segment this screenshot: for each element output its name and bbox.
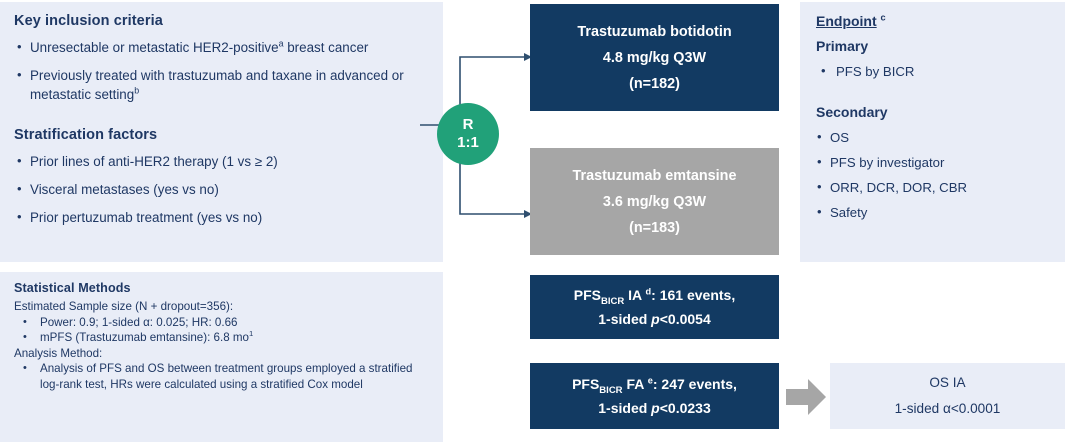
- footnote-marker-b: b: [134, 85, 140, 96]
- analysis-pvalue-line: 1-sided p<0.0233: [598, 400, 711, 416]
- sample-size-list: Power: 0.9; 1-sided α: 0.025; HR: 0.66 m…: [14, 315, 429, 346]
- list-item: Analysis of PFS and OS between treatment…: [14, 361, 429, 392]
- analysis-subscript: BICR: [600, 295, 625, 307]
- pfs-interim-analysis-box: PFSBICR IA d: 161 events, 1-sided p<0.00…: [530, 275, 779, 339]
- p-symbol: p: [651, 311, 660, 327]
- stratification-list: Prior lines of anti-HER2 therapy (1 vs ≥…: [14, 151, 429, 227]
- sample-size-line: Estimated Sample size (N + dropout=356):: [14, 300, 234, 313]
- analysis-method-label: Analysis Method:: [14, 346, 103, 360]
- arm-dose: 3.6 mg/kg Q3W: [602, 193, 707, 210]
- list-item: PFS by BICR: [816, 62, 1049, 81]
- os-interim-analysis-box: OS IA 1-sided α<0.0001: [830, 363, 1065, 429]
- os-ia-alpha: 1-sided α<0.0001: [894, 401, 1001, 416]
- stratification-title: Stratification factors: [14, 127, 158, 143]
- statistical-methods-panel: Statistical Methods Estimated Sample siz…: [0, 272, 443, 442]
- randomization-label: R: [462, 116, 474, 133]
- list-item: Prior lines of anti-HER2 therapy (1 vs ≥…: [14, 151, 429, 171]
- analysis-events-line: PFSBICR FA e: 247 events,: [572, 375, 737, 396]
- secondary-endpoint-label: Secondary: [816, 104, 888, 120]
- primary-endpoint-list: PFS by BICR: [816, 62, 1049, 81]
- footnote-marker-a: a: [278, 38, 284, 49]
- list-item: Prior pertuzumab treatment (yes vs no): [14, 207, 429, 227]
- right-arrow-icon: [786, 379, 826, 415]
- analysis-method-list: Analysis of PFS and OS between treatment…: [14, 361, 429, 392]
- section-spacer: [14, 113, 429, 127]
- list-item: OS: [816, 128, 1049, 147]
- secondary-endpoint-list: OS PFS by investigator ORR, DCR, DOR, CB…: [816, 128, 1049, 222]
- treatment-arm-comparator: Trastuzumab emtansine 3.6 mg/kg Q3W (n=1…: [530, 148, 779, 255]
- arm-sample-size: (n=182): [629, 75, 680, 92]
- footnote-marker-c: c: [880, 12, 886, 23]
- list-item: mPFS (Trastuzumab emtansine): 6.8 mo1: [14, 330, 429, 346]
- pfs-final-analysis-box: PFSBICR FA e: 247 events, 1-sided p<0.02…: [530, 363, 779, 429]
- list-item: Previously treated with trastuzumab and …: [14, 65, 429, 104]
- inclusion-title: Key inclusion criteria: [14, 13, 163, 29]
- arm-dose: 4.8 mg/kg Q3W: [602, 49, 707, 66]
- inclusion-list: Unresectable or metastatic HER2-positive…: [14, 37, 429, 104]
- statistical-methods-title: Statistical Methods: [14, 281, 131, 295]
- os-ia-title: OS IA: [929, 375, 966, 390]
- list-item: PFS by investigator: [816, 153, 1049, 172]
- inclusion-criteria-panel: Key inclusion criteria Unresectable or m…: [0, 2, 443, 262]
- arm-sample-size: (n=183): [629, 219, 680, 236]
- analysis-events-line: PFSBICR IA d: 161 events,: [573, 286, 736, 307]
- list-item: Visceral metastases (yes vs no): [14, 179, 429, 199]
- endpoint-panel: Endpoint c Primary PFS by BICR Secondary…: [800, 2, 1065, 262]
- footnote-marker-1: 1: [248, 329, 254, 339]
- list-item: Power: 0.9; 1-sided α: 0.025; HR: 0.66: [14, 315, 429, 331]
- treatment-arm-experimental: Trastuzumab botidotin 4.8 mg/kg Q3W (n=1…: [530, 4, 779, 111]
- list-item: Unresectable or metastatic HER2-positive…: [14, 37, 429, 57]
- footnote-marker-e: e: [647, 375, 653, 386]
- arm-drug-name: Trastuzumab botidotin: [577, 23, 732, 40]
- randomization-node: R 1:1: [437, 103, 499, 165]
- footnote-marker-d: d: [645, 286, 652, 297]
- endpoint-title: Endpoint c: [816, 12, 886, 29]
- analysis-pvalue-line: 1-sided p<0.0054: [598, 311, 711, 327]
- p-symbol: p: [651, 400, 660, 416]
- randomization-ratio: 1:1: [457, 134, 479, 151]
- list-item: ORR, DCR, DOR, CBR: [816, 178, 1049, 197]
- primary-endpoint-label: Primary: [816, 38, 869, 54]
- analysis-subscript: BICR: [599, 384, 623, 396]
- section-spacer: [816, 88, 1049, 104]
- list-item: Safety: [816, 203, 1049, 222]
- arm-drug-name: Trastuzumab emtansine: [572, 167, 737, 184]
